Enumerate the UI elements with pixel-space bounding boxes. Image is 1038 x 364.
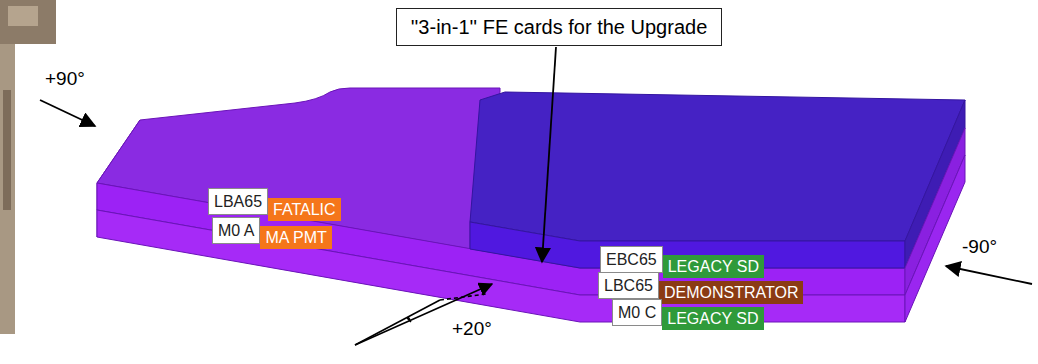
rotation-arrow xyxy=(40,100,95,126)
electronics-tag: MA PMT xyxy=(260,226,331,249)
node-text: FATALIC xyxy=(273,200,336,219)
electronics-tag: LEGACY SD xyxy=(662,307,763,330)
angle-label: +20° xyxy=(452,318,492,341)
angle-label: +90° xyxy=(45,68,85,91)
node-text: M0 C xyxy=(618,303,656,322)
callout-box: ''3-in-1'' FE cards for the Upgrade xyxy=(396,8,723,46)
angle-label: -90° xyxy=(962,236,997,259)
node-text: LBA65 xyxy=(214,192,262,211)
electronics-tag: LEGACY SD xyxy=(663,255,764,278)
electronics-tag: DEMONSTRATOR xyxy=(659,281,804,304)
module-label: M0 C xyxy=(612,299,662,326)
module-side xyxy=(905,155,965,322)
angle-symbol xyxy=(355,284,492,345)
node-text: EBC65 xyxy=(606,250,657,269)
leader-arrow xyxy=(542,47,556,262)
module-label: LBC65 xyxy=(598,272,659,299)
node-text: LBC65 xyxy=(604,276,653,295)
node-text: ''3-in-1'' FE cards for the Upgrade xyxy=(411,14,708,40)
node-text: LEGACY SD xyxy=(667,309,758,328)
electronics-tag: FATALIC xyxy=(268,198,341,221)
module-side xyxy=(905,128,965,295)
rotation-arrow xyxy=(946,266,1032,284)
module-label: M0 A xyxy=(212,217,260,244)
node-text: MA PMT xyxy=(265,228,326,247)
photo-fragment xyxy=(0,0,56,334)
node-text: DEMONSTRATOR xyxy=(664,283,799,302)
module-label: EBC65 xyxy=(600,246,663,273)
module-label: LBA65 xyxy=(208,188,268,215)
node-text: LEGACY SD xyxy=(668,257,759,276)
node-text: M0 A xyxy=(218,221,254,240)
